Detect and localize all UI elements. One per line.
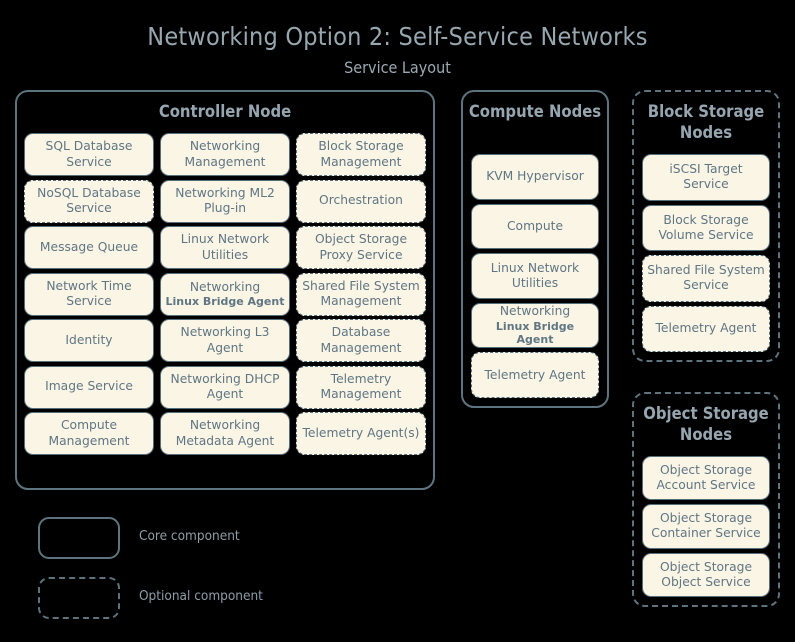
service-label: Networking L3 Agent <box>180 325 270 355</box>
legend-swatch-optional <box>38 577 120 619</box>
service-box: Orchestration <box>296 179 426 223</box>
service-box: NoSQL Database Service <box>24 179 154 223</box>
legend-swatch-core <box>38 517 120 559</box>
service-label: Object Storage Proxy Service <box>314 232 408 262</box>
page-title: Networking Option 2: Self-Service Networ… <box>147 22 648 51</box>
node-title: Controller Node <box>158 102 292 121</box>
service-box: Networking Management <box>160 133 290 176</box>
service-box: iSCSI Target Service <box>642 154 770 201</box>
service-box: Networking DHCP Agent <box>160 365 290 409</box>
service-label: Telemetry Management <box>320 371 402 401</box>
node-title: Block Storage Nodes <box>647 102 765 143</box>
service-label: Image Service <box>45 379 133 394</box>
service-label: Shared File System Service <box>647 263 765 293</box>
diagram-header: Networking Option 2: Self-Service Networ… <box>0 0 795 77</box>
service-box: Networking L3 Agent <box>160 319 290 362</box>
service-box: Object Storage Object Service <box>642 552 770 597</box>
service-box: SQL Database Service <box>24 133 154 176</box>
service-box: Object Storage Container Service <box>642 504 770 549</box>
service-box: Compute <box>471 203 599 250</box>
service-label: Networking DHCP Agent <box>170 371 280 401</box>
service-box: Block Storage Management <box>296 133 426 176</box>
service-box: Linux Network Utilities <box>471 253 599 299</box>
service-box: Linux Network Utilities <box>160 226 290 269</box>
service-box: Networking Metadata Agent <box>160 412 290 455</box>
service-box: Image Service <box>24 365 154 409</box>
service-box: Database Management <box>296 319 426 362</box>
node-title: Compute Nodes <box>468 102 602 121</box>
service-label: Block Storage Volume Service <box>658 212 754 242</box>
service-label: Orchestration <box>319 193 403 208</box>
service-box: Compute Management <box>24 412 154 455</box>
service-box: Object Storage Account Service <box>642 456 770 501</box>
service-label: Telemetry Agent(s) <box>302 425 420 440</box>
node-title: Object Storage Nodes <box>643 404 769 445</box>
legend-label-optional: Optional component <box>139 588 263 604</box>
page-subtitle: Service Layout <box>344 58 451 77</box>
service-label: Database Management <box>320 325 402 355</box>
service-label: Linux Network Utilities <box>490 260 580 290</box>
service-label: Object Storage Container Service <box>651 511 761 541</box>
service-label: Telemetry Agent <box>655 321 757 336</box>
legend-label-core: Core component <box>139 528 240 544</box>
service-label: Networking ML2 Plug-in <box>175 185 275 215</box>
service-box: Networking ML2 Plug-in <box>160 179 290 223</box>
service-label: Compute <box>506 218 564 233</box>
service-label: Compute Management <box>48 418 130 448</box>
service-label: Object Storage Account Service <box>656 462 756 493</box>
service-box: Telemetry Management <box>296 365 426 409</box>
service-box: KVM Hypervisor <box>471 154 599 200</box>
service-label: Identity <box>65 332 113 347</box>
service-box: Network Time Service <box>24 272 154 316</box>
service-label: Shared File System Management <box>302 278 420 308</box>
service-box: Shared File System Service <box>642 255 770 302</box>
service-label: Linux Network Utilities <box>180 232 270 262</box>
service-label: Object Storage Object Service <box>659 559 753 589</box>
service-label: Message Queue <box>39 239 139 254</box>
service-box: Telemetry Agent <box>471 352 599 398</box>
service-label: Networking Management <box>184 139 266 169</box>
service-box: Object Storage Proxy Service <box>296 226 426 269</box>
service-box: Telemetry Agent(s) <box>296 412 426 455</box>
service-box: Message Queue <box>24 226 154 269</box>
service-label: iSCSI Target Service <box>669 162 743 192</box>
service-label: NoSQL Database Service <box>37 185 141 215</box>
service-label: Network Time Service <box>46 278 132 308</box>
service-box: Identity <box>24 319 154 362</box>
service-box: Telemetry Agent <box>642 305 770 352</box>
service-box: Block Storage Volume Service <box>642 204 770 251</box>
service-box: Shared File System Management <box>296 272 426 316</box>
service-label: Telemetry Agent <box>484 367 586 382</box>
service-label: SQL Database Service <box>45 139 133 169</box>
service-sublabel: Linux Bridge Agent <box>165 294 285 308</box>
service-label: Block Storage Management <box>318 139 404 169</box>
service-label: Networking Metadata Agent <box>175 418 275 448</box>
service-sublabel: Linux Bridge Agent <box>495 319 575 347</box>
service-label: KVM Hypervisor <box>486 169 584 184</box>
